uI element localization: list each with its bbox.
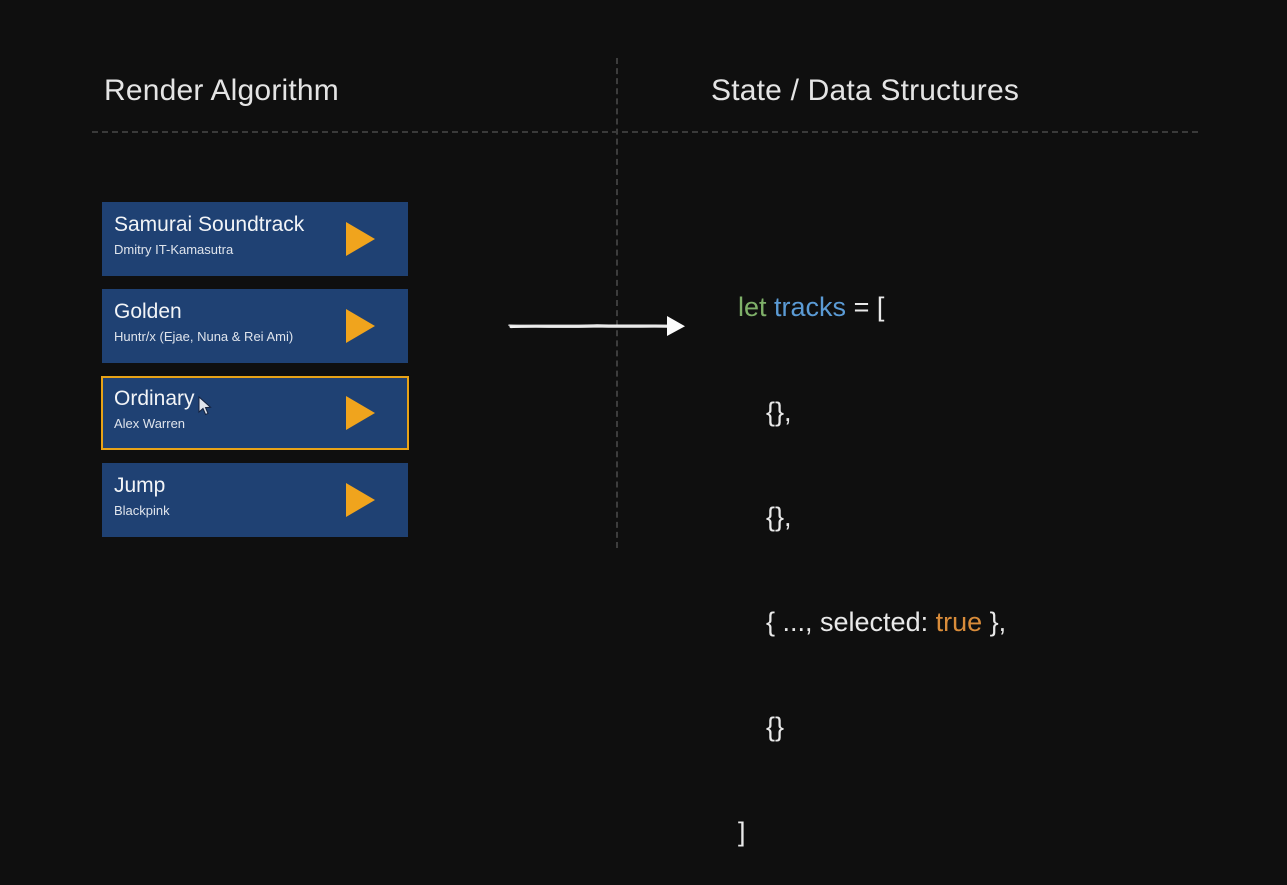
track-card[interactable]: Golden Huntr/x (Ejae, Nuna & Rei Ami) xyxy=(102,289,408,363)
code-selected-suffix: }, xyxy=(982,607,1007,637)
play-icon[interactable] xyxy=(346,483,375,517)
track-card-selected[interactable]: Ordinary Alex Warren xyxy=(101,376,409,450)
play-icon[interactable] xyxy=(346,309,375,343)
code-line-item-2: {}, xyxy=(766,502,792,532)
vertical-divider xyxy=(616,58,618,548)
track-card[interactable]: Jump Blackpink xyxy=(102,463,408,537)
flow-arrow-icon xyxy=(508,316,685,336)
track-artist: Huntr/x (Ejae, Nuna & Rei Ami) xyxy=(114,329,294,344)
code-line-closing-bracket: ] xyxy=(738,817,746,847)
render-algorithm-header: Render Algorithm xyxy=(104,74,339,107)
track-artist: Blackpink xyxy=(114,503,170,518)
code-assignment-bracket: = [ xyxy=(846,292,885,322)
track-card[interactable]: Samurai Soundtrack Dmitry IT-Kamasutra xyxy=(102,202,408,276)
track-title: Samurai Soundtrack xyxy=(114,213,305,236)
code-line-item-4: {} xyxy=(766,712,785,742)
horizontal-divider xyxy=(92,131,1198,133)
code-boolean-true: true xyxy=(935,607,983,637)
code-keyword-let: let xyxy=(738,292,767,322)
play-icon[interactable] xyxy=(346,222,375,256)
state-data-structures-header: State / Data Structures xyxy=(711,74,1020,107)
track-artist: Alex Warren xyxy=(114,416,186,431)
code-line-declaration: let tracks = [ xyxy=(738,290,1006,325)
track-title: Jump xyxy=(114,474,166,497)
code-selected-prefix: { ..., selected: xyxy=(766,607,936,637)
code-line-item-3-selected: { ..., selected: true }, xyxy=(738,605,1006,640)
code-variable-tracks: tracks xyxy=(774,292,847,322)
play-icon[interactable] xyxy=(346,396,375,430)
track-artist: Dmitry IT-Kamasutra xyxy=(114,242,234,257)
track-title: Golden xyxy=(114,300,182,323)
code-line-item-1: {}, xyxy=(766,397,792,427)
track-list: Samurai Soundtrack Dmitry IT-Kamasutra G… xyxy=(101,202,409,550)
track-title: Ordinary xyxy=(114,387,195,410)
code-block: let tracks = [ {}, {}, { ..., selected: … xyxy=(738,220,1006,885)
